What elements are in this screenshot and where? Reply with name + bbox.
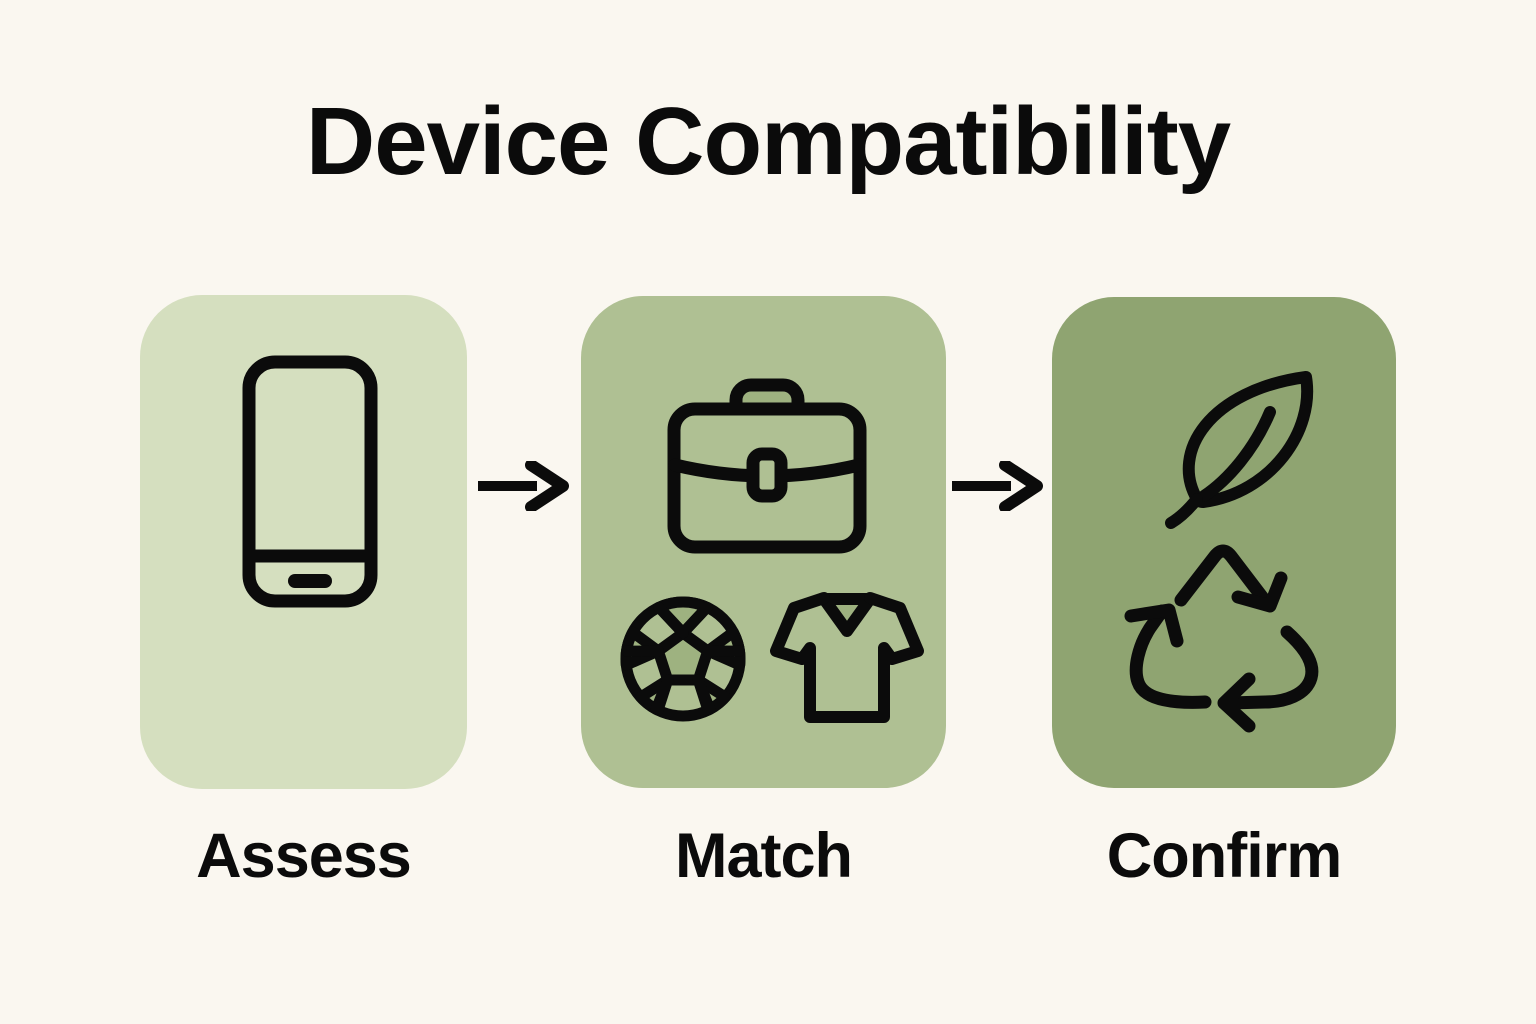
recycle-icon	[1124, 544, 1319, 733]
step-card-match	[581, 296, 946, 788]
briefcase-icon	[667, 378, 867, 554]
step-label-match: Match	[674, 821, 853, 891]
arrow-right-icon	[478, 461, 569, 511]
step-label-assess: Assess	[196, 821, 412, 891]
t-shirt-icon	[770, 592, 924, 723]
step-label-confirm: Confirm	[1106, 821, 1342, 891]
step-card-confirm	[1052, 297, 1396, 788]
leaf-icon	[1165, 371, 1314, 529]
page-title: Device Compatibility	[305, 88, 1231, 195]
step-card-assess	[140, 295, 467, 789]
smartphone-icon	[242, 355, 378, 608]
soccer-ball-icon	[620, 596, 746, 722]
arrow-right-icon	[952, 461, 1043, 511]
